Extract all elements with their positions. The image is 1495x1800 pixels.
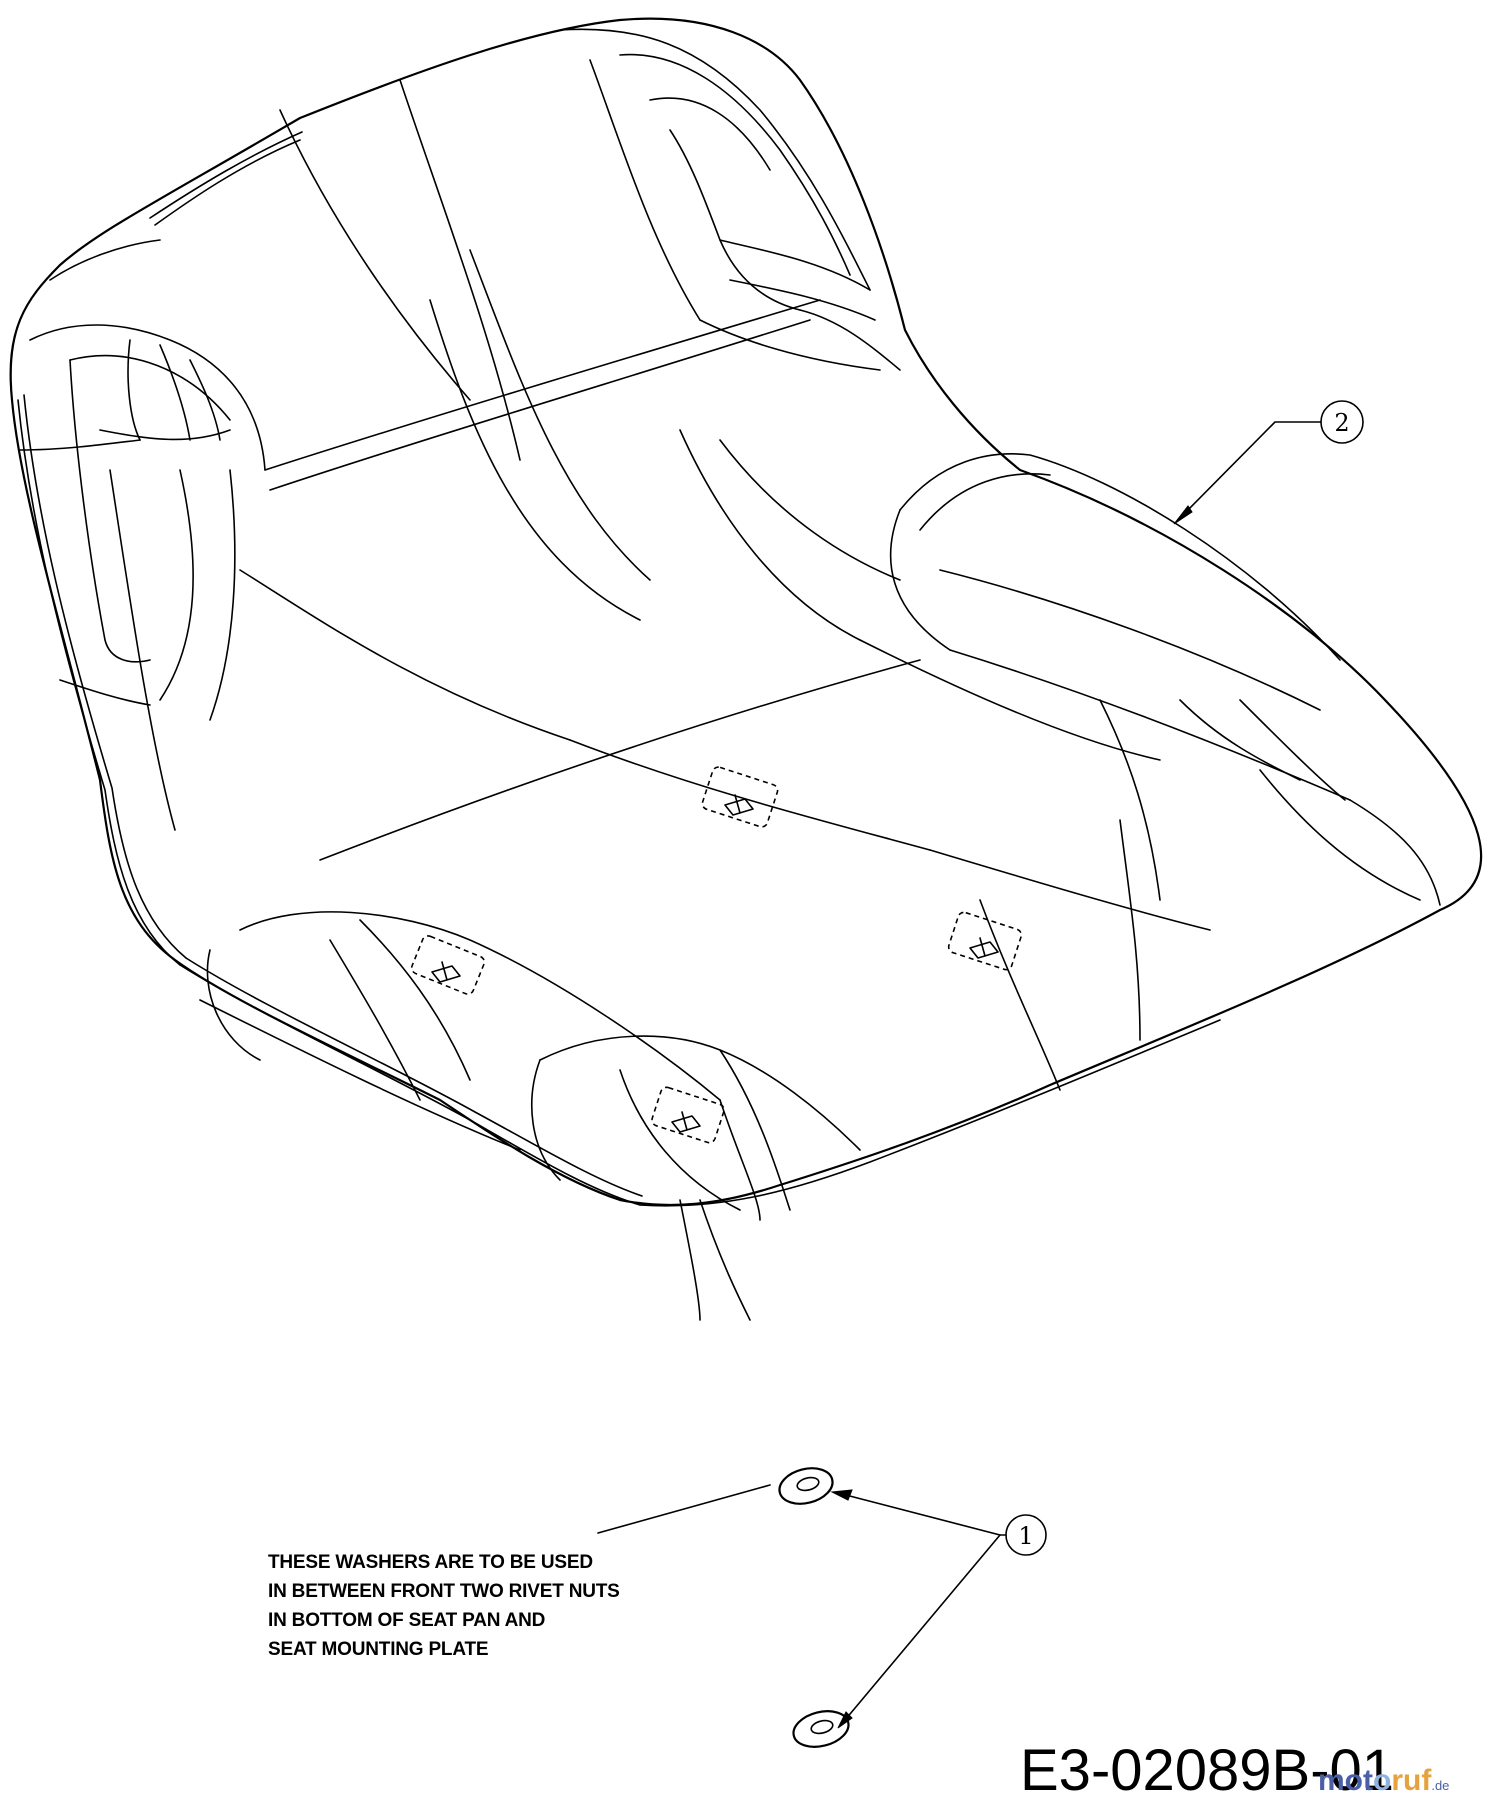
seat-outline: [9, 17, 1483, 1207]
washer-note: THESE WASHERS ARE TO BE USED IN BETWEEN …: [268, 1484, 771, 1660]
seat-drawing: [9, 17, 1483, 1321]
rivet-nut-markers: [410, 766, 1023, 1144]
washer: [778, 1467, 834, 1505]
note-line: SEAT MOUNTING PLATE: [268, 1639, 488, 1660]
note-line: THESE WASHERS ARE TO BE USED: [268, 1552, 593, 1573]
rivet-nut-marker: [947, 911, 1023, 971]
svg-text:motoruf.de: motoruf.de: [1318, 1764, 1449, 1797]
note-line: IN BETWEEN FRONT TWO RIVET NUTS: [268, 1581, 620, 1602]
drawing-number: E3-02089B-01: [1020, 1738, 1394, 1800]
callout-number: 2: [1334, 409, 1349, 437]
washers: [778, 1467, 850, 1748]
note-leader-line: [597, 1484, 771, 1534]
rivet-nut-marker: [701, 766, 779, 828]
washer: [792, 1710, 850, 1748]
rivet-nut-marker: [410, 935, 486, 995]
watermark-logo: motoruf.de: [1318, 1764, 1449, 1797]
rivet-nut-marker: [651, 1086, 725, 1144]
callout-1: 1: [830, 1489, 1047, 1729]
callout-2: 2: [1173, 400, 1364, 525]
note-line: IN BOTTOM OF SEAT PAN AND: [268, 1610, 545, 1631]
callout-number: 1: [1018, 1522, 1033, 1550]
